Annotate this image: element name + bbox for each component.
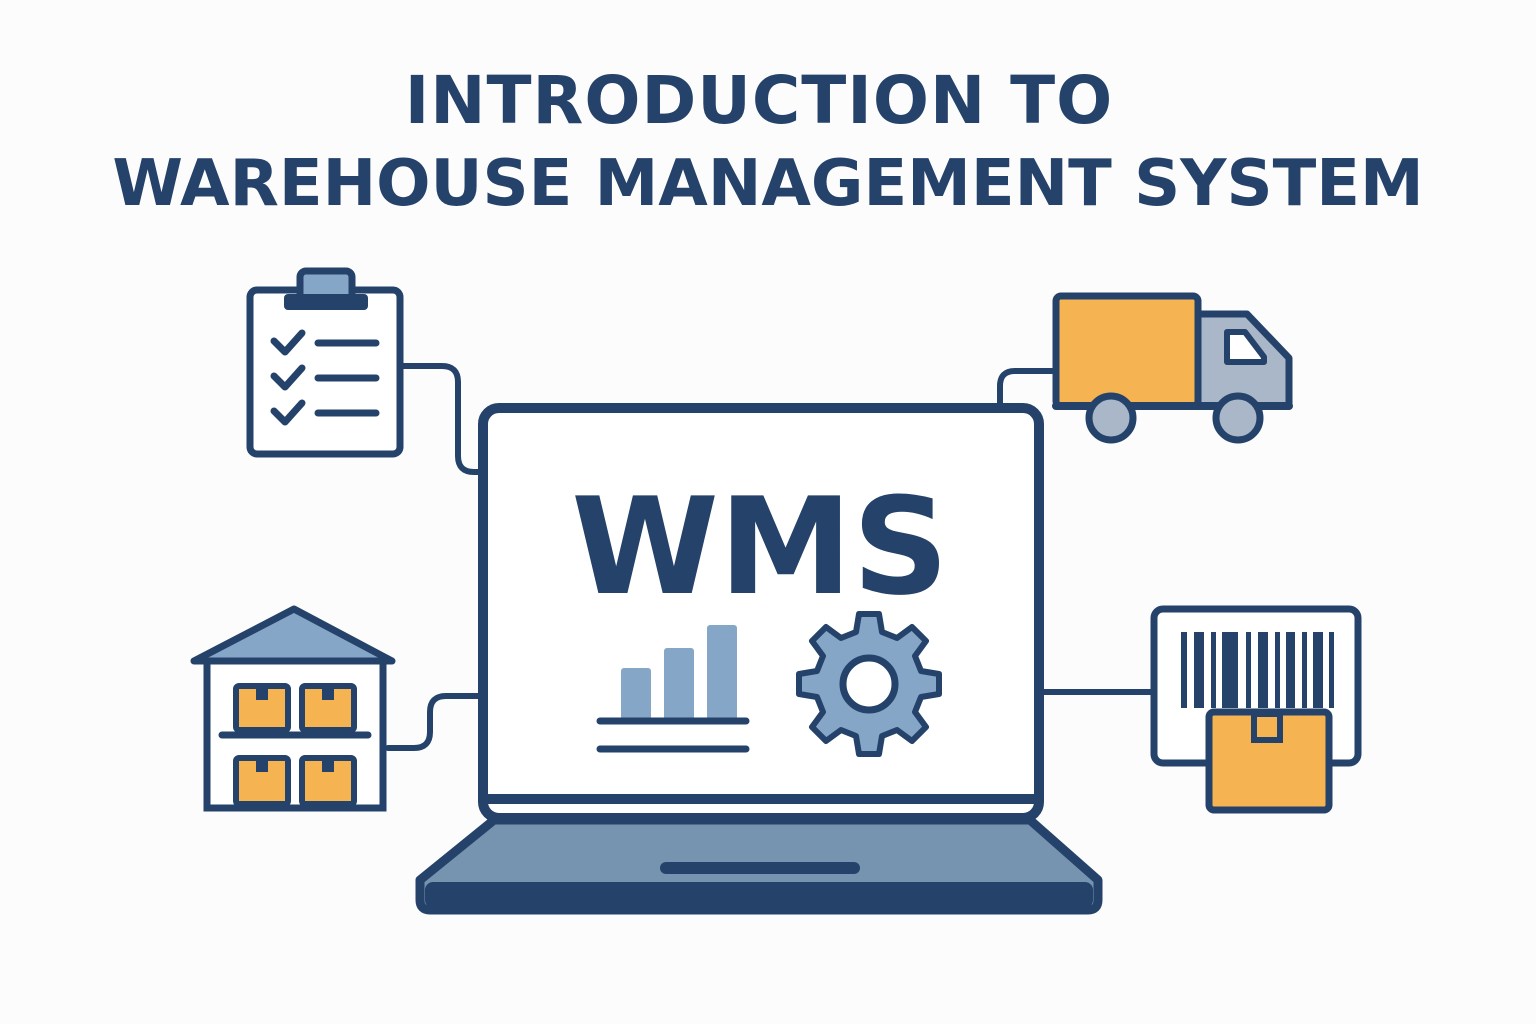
gear-icon xyxy=(796,611,942,757)
connectors xyxy=(385,363,1155,751)
connector-truck xyxy=(997,368,1055,407)
bar-chart-icon xyxy=(596,625,750,753)
title-line-1: INTRODUCTION TO xyxy=(404,62,1114,139)
warehouse-icon xyxy=(190,605,396,812)
clipboard-checklist-icon xyxy=(246,267,404,458)
connector-warehouse xyxy=(385,693,487,751)
title-line-2: WAREHOUSE MANAGEMENT SYSTEM xyxy=(112,147,1424,221)
connector-clipboard xyxy=(399,363,487,475)
laptop-icon: WMS xyxy=(415,403,1103,915)
wms-label: WMS xyxy=(571,469,949,625)
delivery-truck-icon xyxy=(1052,292,1293,444)
barcode-package-icon xyxy=(1150,605,1362,814)
